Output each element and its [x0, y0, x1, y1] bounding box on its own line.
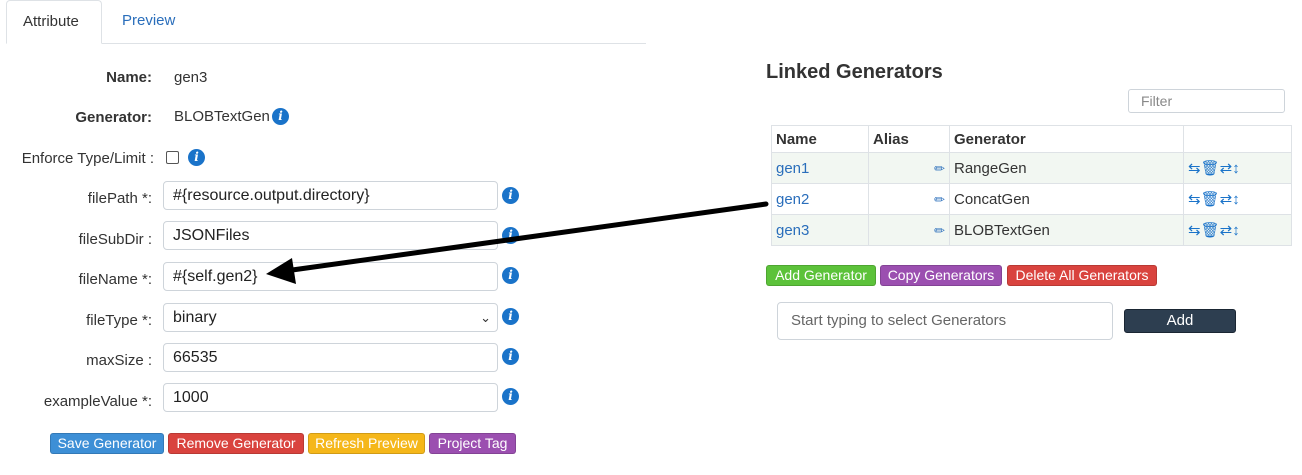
name-value: gen3 [174, 69, 208, 86]
generator-search-input[interactable]: Start typing to select Generators [777, 302, 1113, 340]
pencil-icon[interactable]: ✏ [934, 222, 945, 238]
trash-icon[interactable]: 🗑 [1200, 191, 1220, 208]
alias-cell: ✏ [868, 183, 950, 215]
row-generator: ConcatGen [949, 183, 1184, 215]
filename-info-icon[interactable]: i [502, 267, 519, 284]
table-row: gen3 ✏ BLOBTextGen ⇆🗑⇄↕ [771, 214, 1292, 246]
project-tag-button[interactable]: Project Tag [429, 433, 516, 454]
link-icon[interactable]: ⇆ [1188, 160, 1201, 177]
row-name-link[interactable]: gen2 [771, 183, 869, 215]
move-icon[interactable]: ↕ [1232, 222, 1240, 239]
row-generator: BLOBTextGen [949, 214, 1184, 246]
tab-bar: Attribute Preview [6, 0, 646, 44]
maxsize-input[interactable]: 66535 [163, 343, 498, 372]
examplevalue-input[interactable]: 1000 [163, 383, 498, 412]
examplevalue-info-icon[interactable]: i [502, 388, 519, 405]
alias-cell: ✏ [868, 152, 950, 184]
filesubdir-input[interactable]: JSONFiles [163, 221, 498, 250]
generator-info-icon[interactable]: i [272, 108, 289, 125]
table-row: gen2 ✏ ConcatGen ⇆🗑⇄↕ [771, 183, 1292, 215]
filter-input[interactable]: Filter [1128, 89, 1285, 113]
pencil-icon[interactable]: ✏ [934, 191, 945, 207]
refresh-preview-button[interactable]: Refresh Preview [308, 433, 425, 454]
linked-generators-table: Name Alias Generator gen1 ✏ RangeGen ⇆🗑⇄… [771, 125, 1292, 246]
save-generator-button[interactable]: Save Generator [50, 433, 164, 454]
link-icon[interactable]: ⇆ [1188, 191, 1201, 208]
trash-icon[interactable]: 🗑 [1200, 222, 1220, 239]
name-label: Name: [106, 69, 152, 86]
filepath-label: filePath *: [87, 190, 152, 207]
add-button[interactable]: Add [1124, 309, 1236, 333]
filename-input[interactable]: #{self.gen2} [163, 262, 498, 291]
row-name-link[interactable]: gen3 [771, 214, 869, 246]
filepath-info-icon[interactable]: i [502, 187, 519, 204]
header-generator: Generator [949, 125, 1184, 153]
enforce-checkbox[interactable] [166, 151, 179, 164]
move-icon[interactable]: ↕ [1232, 191, 1240, 208]
swap-icon[interactable]: ⇄ [1219, 222, 1233, 239]
filetype-selected-value: binary [173, 309, 217, 326]
maxsize-info-icon[interactable]: i [502, 348, 519, 365]
move-icon[interactable]: ↕ [1232, 160, 1240, 177]
link-icon[interactable]: ⇆ [1188, 222, 1201, 239]
enforce-label: Enforce Type/Limit : [21, 150, 154, 167]
generator-label: Generator: [75, 109, 152, 126]
filetype-label: fileType *: [86, 312, 152, 329]
enforce-info-icon[interactable]: i [188, 149, 205, 166]
row-actions: ⇆🗑⇄↕ [1183, 214, 1292, 246]
add-generator-button[interactable]: Add Generator [766, 265, 876, 286]
copy-generators-button[interactable]: Copy Generators [880, 265, 1002, 286]
header-alias: Alias [868, 125, 950, 153]
swap-icon[interactable]: ⇄ [1219, 191, 1233, 208]
maxsize-label: maxSize : [86, 352, 152, 369]
filesubdir-info-icon[interactable]: i [502, 227, 519, 244]
row-generator: RangeGen [949, 152, 1184, 184]
filetype-select[interactable]: binary ⌄ [163, 303, 498, 332]
delete-all-generators-button[interactable]: Delete All Generators [1007, 265, 1157, 286]
tab-preview[interactable]: Preview [122, 12, 176, 29]
table-header-row: Name Alias Generator [771, 125, 1292, 153]
row-actions: ⇆🗑⇄↕ [1183, 152, 1292, 184]
chevron-down-icon: ⌄ [480, 310, 491, 325]
pencil-icon[interactable]: ✏ [934, 160, 945, 176]
generator-value: BLOBTextGen [174, 108, 270, 125]
header-name: Name [771, 125, 869, 153]
filename-label: fileName *: [78, 271, 152, 288]
trash-icon[interactable]: 🗑 [1200, 160, 1220, 177]
row-actions: ⇆🗑⇄↕ [1183, 183, 1292, 215]
remove-generator-button[interactable]: Remove Generator [168, 433, 304, 454]
examplevalue-label: exampleValue *: [43, 393, 152, 410]
row-name-link[interactable]: gen1 [771, 152, 869, 184]
filetype-info-icon[interactable]: i [502, 308, 519, 325]
alias-cell: ✏ [868, 214, 950, 246]
filesubdir-label: fileSubDir : [78, 231, 152, 248]
tab-attribute[interactable]: Attribute [6, 0, 102, 44]
filepath-input[interactable]: #{resource.output.directory} [163, 181, 498, 210]
header-actions [1183, 125, 1292, 153]
table-row: gen1 ✏ RangeGen ⇆🗑⇄↕ [771, 152, 1292, 184]
swap-icon[interactable]: ⇄ [1219, 160, 1233, 177]
linked-generators-title: Linked Generators [766, 61, 943, 83]
